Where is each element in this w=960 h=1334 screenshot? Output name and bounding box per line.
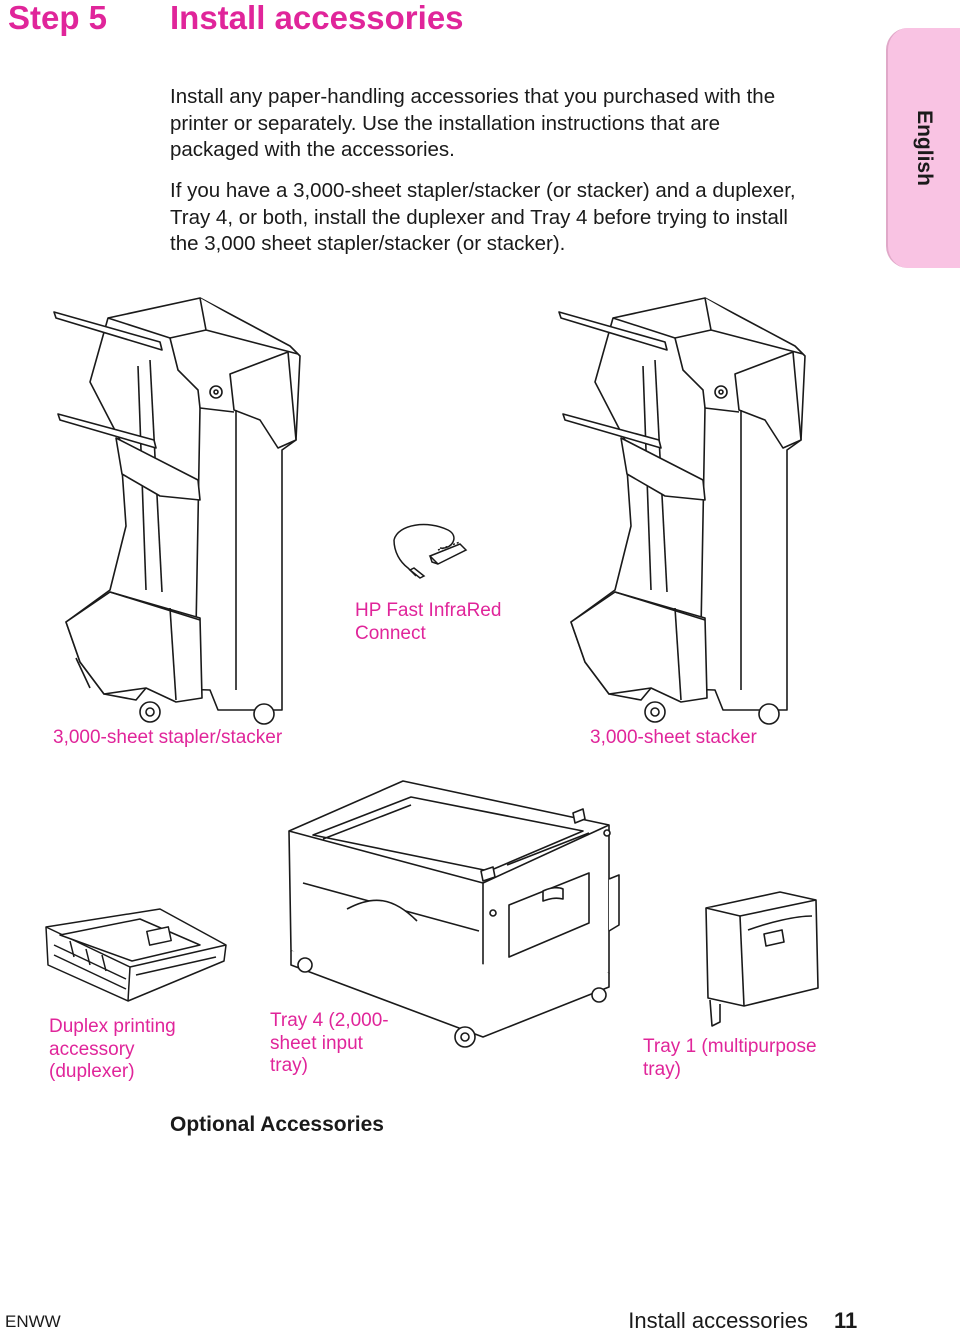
tray4-caption: Tray 4 (2,000- sheet input tray) [270, 1010, 389, 1078]
caption-line: 3,000-sheet stacker [590, 727, 757, 748]
intro-line: printer or separately. Use the installat… [170, 111, 720, 135]
footer-doc-id: ENWW [5, 1312, 61, 1331]
page-title: Install accessories [170, 0, 464, 36]
caption-line: sheet input [270, 1032, 363, 1054]
intro-line: Install any paper-handling accessories t… [170, 85, 776, 108]
caption-line: Duplex printing [49, 1016, 176, 1037]
duplexer-caption: Duplex printing accessory (duplexer) [49, 1016, 176, 1084]
caption-line: (duplexer) [49, 1061, 135, 1082]
section-heading: Optional Accessories [170, 1113, 384, 1136]
step-label: Step 5 [8, 0, 108, 36]
duplexer-illustration [40, 905, 230, 1005]
caption-line: Connect [355, 622, 426, 644]
note-paragraph: If you have a 3,000-sheet stapler/stacke… [170, 178, 870, 258]
intro-line: packaged with the accessories. [170, 138, 455, 161]
caption-line: Tray 4 (2,000- [270, 1010, 389, 1031]
caption-line: accessory [49, 1038, 135, 1060]
intro-paragraph: Install any paper-handling accessories t… [170, 84, 870, 164]
caption-line: tray) [643, 1058, 681, 1080]
tray1-illustration [700, 890, 825, 1030]
stapler-stacker-illustration [50, 290, 310, 730]
tray1-caption: Tray 1 (multipurpose tray) [643, 1036, 817, 1081]
language-tab-label: English [913, 110, 936, 186]
language-tab: English [886, 28, 960, 268]
caption-line: tray) [270, 1055, 308, 1076]
page-number: 11 [834, 1308, 858, 1333]
infrared-connect-illustration [388, 518, 478, 588]
footer-title: Install accessories [628, 1308, 808, 1333]
stacker-caption: 3,000-sheet stacker [590, 727, 757, 750]
caption-line: Tray 1 (multipurpose [643, 1036, 817, 1057]
tray4-illustration [283, 775, 623, 1050]
caption-line: 3,000-sheet stapler/stacker [53, 727, 283, 748]
stacker-illustration [555, 290, 815, 730]
note-line: Tray 4, or both, install the duplexer an… [170, 205, 788, 229]
note-line: If you have a 3,000-sheet stapler/stacke… [170, 179, 796, 202]
stapler-caption: 3,000-sheet stapler/stacker [53, 727, 282, 750]
caption-line: HP Fast InfraRed [355, 600, 502, 621]
note-line: the 3,000 sheet stapler/stacker (or stac… [170, 232, 566, 255]
infrared-caption: HP Fast InfraRed Connect [355, 600, 501, 645]
